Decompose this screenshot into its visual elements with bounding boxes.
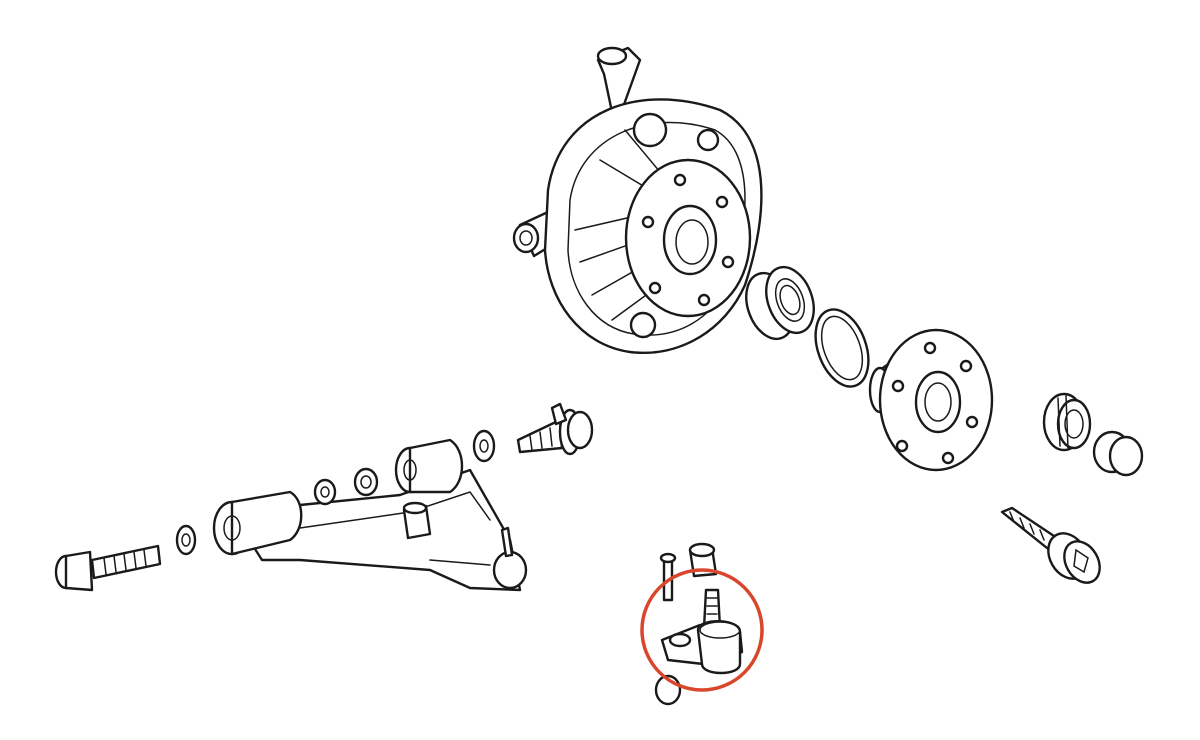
nut-1 — [313, 478, 337, 506]
wheel-bearing — [745, 265, 815, 341]
arm-stud — [492, 526, 528, 590]
washer-left — [175, 524, 197, 556]
ball-joint-highlight-circle — [640, 568, 764, 692]
nut-2 — [353, 467, 379, 497]
front-bolt — [516, 402, 594, 456]
wheel-hub — [868, 328, 994, 472]
axle-nut — [1042, 392, 1092, 452]
rear-bushing — [212, 490, 303, 556]
bushing-spacer — [402, 501, 432, 540]
front-bushing — [394, 438, 464, 494]
washer-right — [472, 429, 496, 463]
rear-bolt — [54, 544, 162, 592]
hub-cap — [1092, 430, 1144, 477]
snap-ring — [814, 308, 870, 388]
hub-bolt — [1000, 506, 1101, 584]
ball-joint — [654, 542, 744, 706]
knuckle-hub-flange — [624, 158, 752, 318]
